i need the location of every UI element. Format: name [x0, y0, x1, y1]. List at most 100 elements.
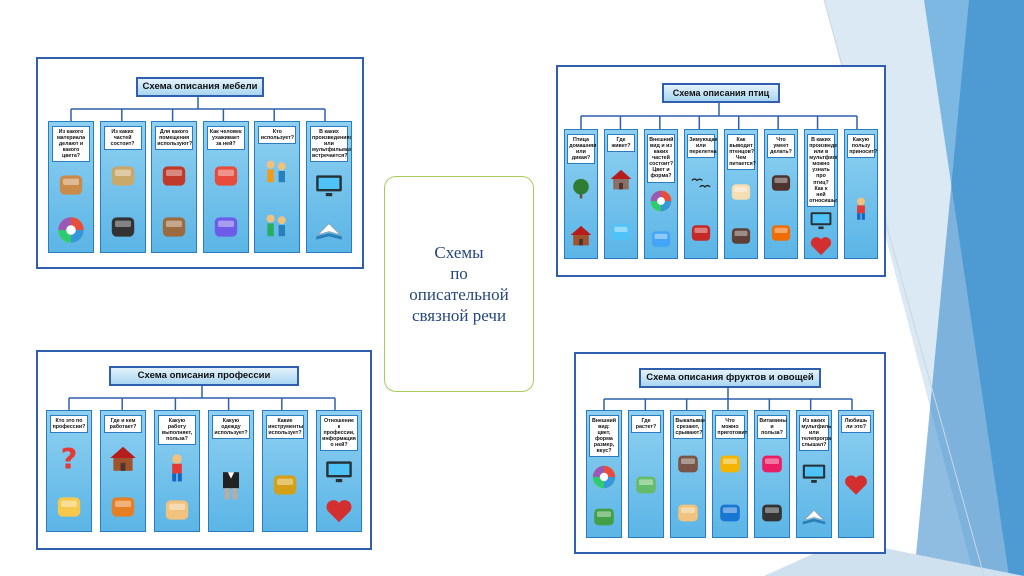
- caption-line: по: [450, 263, 468, 284]
- column-question: Кто использует?: [258, 126, 296, 144]
- scheme-column: Как человек ухаживает за ней?: [203, 121, 249, 253]
- column-pictures: [317, 451, 361, 531]
- column-pictures: [255, 144, 299, 252]
- boy-icon: [161, 451, 193, 483]
- scheme-column: Какую пользу приносит?: [844, 129, 878, 259]
- scheme-title: Схема описания мебели: [136, 77, 264, 97]
- column-pictures: [204, 150, 248, 252]
- eagle-icon: [768, 170, 794, 196]
- scheme-columns: Внешний вид: цвет, форма размер, вкус? Гд…: [586, 410, 874, 538]
- column-pictures: [155, 445, 199, 531]
- column-pictures: [797, 451, 831, 537]
- column-pictures: [263, 439, 307, 531]
- scheme-column: Из какого материала делают и какого цвет…: [48, 121, 94, 253]
- column-pictures: [605, 152, 637, 258]
- fruits-icon: [590, 503, 618, 531]
- house-icon: [107, 442, 139, 474]
- seeds-icon: [728, 223, 754, 249]
- house-icon: [568, 222, 594, 248]
- wheel-icon: [590, 463, 618, 491]
- furniture-scheme: Схема описания мебели Из какого материала…: [36, 57, 364, 269]
- column-pictures: [805, 207, 837, 259]
- column-question: Где и кем работает?: [104, 415, 142, 433]
- column-question: Зимующая или перелетная?: [687, 134, 715, 158]
- column-pictures: ?: [47, 433, 91, 531]
- column-pictures: [845, 158, 877, 258]
- wheel-icon: [648, 188, 674, 214]
- column-pictures: [713, 439, 747, 537]
- wood-icon: [55, 169, 87, 201]
- scheme-column: Из каких частей состоит?: [100, 121, 146, 253]
- scheme-title: Схема описания птиц: [662, 83, 780, 103]
- scheme-column: Любишь ли это?: [838, 410, 874, 538]
- rooster-icon: [768, 220, 794, 246]
- boy-icon: [848, 195, 874, 221]
- scheme-column: Внешний вид: цвет, форма размер, вкус?: [586, 410, 622, 538]
- column-pictures: [101, 150, 145, 252]
- scheme-column: Где растет?: [628, 410, 664, 538]
- scheme-column: Из каких мультфильмов или телепрограмм с…: [796, 410, 832, 538]
- column-question: Что можно приготовить?: [715, 415, 744, 439]
- scheme-column: В каких произведениях или мультфильмах в…: [306, 121, 352, 253]
- column-question: Из каких мультфильмов или телепрограмм с…: [799, 415, 828, 451]
- column-question: Как человек ухаживает за ней?: [207, 126, 245, 150]
- column-question: Птица домашняя или дикая?: [567, 134, 595, 164]
- column-pictures: [839, 433, 873, 537]
- column-question: Любишь ли это?: [841, 415, 870, 433]
- tv-icon: [323, 455, 355, 487]
- column-question: В каких произведениях или мультфильмах в…: [310, 126, 348, 162]
- column-question: Из каких частей состоит?: [104, 126, 142, 150]
- bed-icon: [158, 211, 190, 243]
- column-question: Выкапывают, срезают, срывают?: [673, 415, 702, 439]
- column-question: Для какого помещения используют?: [155, 126, 193, 150]
- scheme-column: Какую одежду использует?: [208, 410, 254, 532]
- scheme-title: Схема описания фруктов и овощей: [639, 368, 821, 388]
- plate-icon: [716, 499, 744, 527]
- scheme-column: Кто использует?: [254, 121, 300, 253]
- chef-icon: [53, 491, 85, 523]
- heart-icon: [323, 495, 355, 527]
- column-question: Отношение к профессии, информация о ней?: [320, 415, 358, 451]
- heart-icon: [808, 233, 834, 259]
- chair-icon: [107, 160, 139, 192]
- column-pictures: [49, 162, 93, 252]
- firefighter-icon: [107, 491, 139, 523]
- scheme-column: Зимующая или перелетная?: [684, 129, 718, 259]
- bird-icon: [648, 226, 674, 252]
- column-question: Какие инструменты использует?: [266, 415, 304, 439]
- column-pictures: [209, 439, 253, 531]
- garden-icon: [632, 471, 660, 499]
- people-icon: [261, 155, 293, 187]
- column-question: Где растет?: [631, 415, 660, 433]
- caption-line: Схемы: [434, 242, 483, 263]
- tv-icon: [808, 207, 834, 233]
- scheme-column: Выкапывают, срезают, срывают?: [670, 410, 706, 538]
- scheme-title: Схема описания профессии: [109, 366, 299, 386]
- column-pictures: [755, 439, 789, 537]
- scheme-column: Что умеет делать?: [764, 129, 798, 259]
- scheme-column: Где живет?: [604, 129, 638, 259]
- column-question: Какую одежду использует?: [212, 415, 250, 439]
- column-question: Внешний вид: цвет, форма размер, вкус?: [589, 415, 618, 457]
- scheme-column: Как выводит птенцов? Чем питается?: [724, 129, 758, 259]
- house-icon: [608, 166, 634, 192]
- pot-icon: [716, 450, 744, 478]
- question-icon: ?: [53, 442, 85, 474]
- bird-icon: [688, 220, 714, 246]
- hands-icon: [161, 494, 193, 526]
- column-pictures: [565, 164, 597, 258]
- scheme-column: Какую работу выполняет, польза?: [154, 410, 200, 532]
- column-pictures: [725, 170, 757, 258]
- column-pictures: [645, 183, 677, 258]
- column-question: Кто это по профессии?: [50, 415, 88, 433]
- birds-scheme: Схема описания птицПтица домашняя или ди…: [556, 65, 886, 277]
- dumbbell-icon: [758, 499, 786, 527]
- column-pictures: [629, 433, 663, 537]
- scheme-columns: Кто это по профессии?? Где и кем работает…: [46, 410, 362, 532]
- bucket-icon: [210, 160, 242, 192]
- center-caption-box: Схемы по описательной связной речи: [384, 176, 534, 392]
- hands-icon: [674, 499, 702, 527]
- scheme-column: Кто это по профессии??: [46, 410, 92, 532]
- column-pictures: [307, 162, 351, 252]
- knife-icon: [674, 450, 702, 478]
